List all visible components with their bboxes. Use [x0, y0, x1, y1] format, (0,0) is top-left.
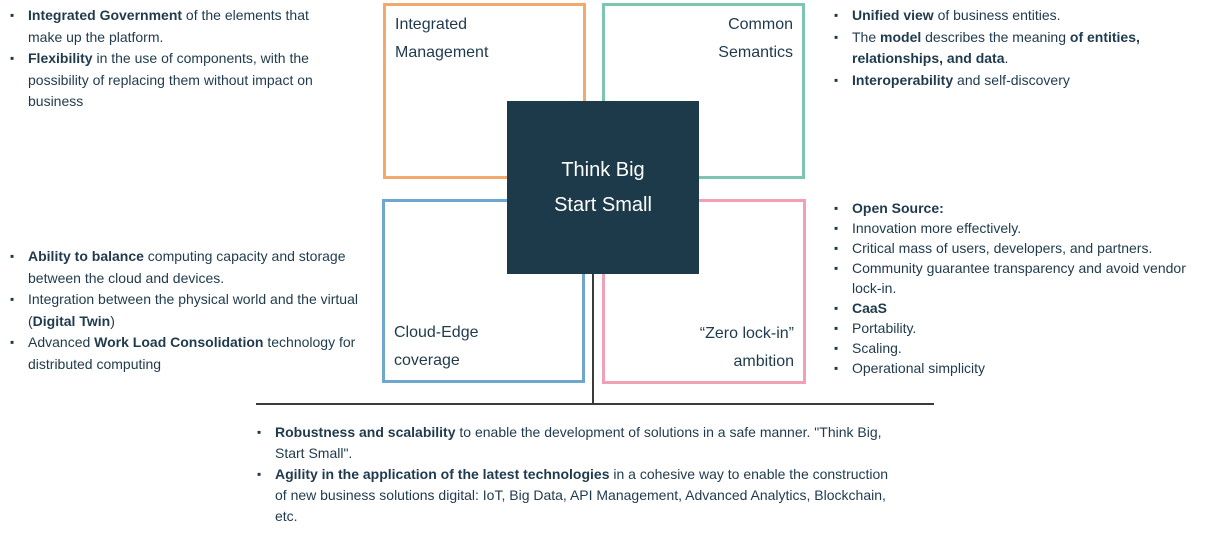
bullet-text: Robustness and scalability to enable the…	[275, 424, 882, 461]
quadrant-label-common-semantics: Common Semantics	[718, 16, 793, 61]
bullet-icon: ▪	[10, 292, 15, 306]
bullet-text: Flexibility in the use of components, wi…	[28, 50, 313, 109]
center-box: Think Big Start Small	[507, 101, 699, 274]
bullet-icon: ▪	[257, 467, 262, 481]
bullet-list-mid-right: ▪ Open Source: ▪ Innovation more effectivel…	[832, 198, 1204, 378]
bullet-text: Advanced Work Load Consolidation technol…	[28, 334, 356, 372]
bullet-item: ▪ Portability.	[832, 318, 1204, 338]
bullet-text: Agility in the application of the latest…	[275, 466, 889, 524]
bullet-icon: ▪	[834, 72, 839, 87]
bullet-item: ▪ Advanced Work Load Consolidation techno…	[8, 332, 360, 375]
bullet-list-mid-left: ▪ Ability to balance computing capacity a…	[8, 246, 360, 375]
bullet-item: ▪ Integrated Government of the elements t…	[8, 5, 330, 48]
bullet-icon: ▪	[10, 335, 15, 349]
bullet-item: ▪ Open Source:	[832, 198, 1204, 218]
bullet-icon: ▪	[834, 361, 839, 375]
bullet-text: Interoperability and self-discovery	[852, 71, 1070, 88]
bullet-item: ▪ Operational simplicity	[832, 358, 1204, 378]
bullet-item: ▪ Community guarantee transparency and av…	[832, 258, 1204, 298]
bullet-item: ▪ Innovation more effectively.	[832, 218, 1204, 238]
bullet-text: Unified view of business entities.	[852, 7, 1061, 23]
bullet-item: ▪ Integration between the physical world …	[8, 289, 360, 332]
center-label: Think Big Start Small	[554, 158, 652, 216]
bullet-icon: ▪	[10, 51, 15, 65]
bullet-text: Scaling.	[852, 340, 902, 356]
bullet-icon: ▪	[834, 8, 839, 22]
bullet-item: ▪ Robustness and scalability to enable th…	[255, 422, 897, 464]
bullet-item: ▪ CaaS	[832, 298, 1204, 318]
bullet-text: Integrated Government of the elements th…	[28, 7, 309, 45]
connector-vertical-line	[592, 272, 594, 403]
bullet-text: Critical mass of users, developers, and …	[852, 240, 1153, 256]
bullet-text: Community guarantee transparency and avo…	[852, 260, 1186, 296]
bullet-icon: ▪	[257, 425, 262, 439]
quadrant-label-zero-lock-in: “Zero lock-in” ambition	[699, 325, 794, 370]
bullet-text: Operational simplicity	[852, 360, 986, 376]
bullet-list-bottom: ▪ Robustness and scalability to enable th…	[255, 422, 897, 527]
bullet-icon: ▪	[834, 341, 839, 355]
bullet-text: CaaS	[852, 300, 888, 316]
bullet-text: Innovation more effectively.	[852, 220, 1022, 236]
bullet-item: ▪ The model describes the meaning of enti…	[832, 27, 1194, 70]
bullet-item: ▪ Flexibility in the use of components, w…	[8, 48, 330, 113]
bullet-item: ▪ Agility in the application of the lates…	[255, 464, 897, 527]
bullet-item: ▪ Critical mass of users, developers, and…	[832, 238, 1204, 258]
bullet-text: Portability.	[852, 320, 917, 336]
bullet-icon: ▪	[834, 201, 839, 215]
quadrant-label-cloud-edge: Cloud-Edge coverage	[394, 324, 479, 369]
bullet-icon: ▪	[834, 321, 839, 335]
bullet-item: ▪ Unified view of business entities.	[832, 5, 1194, 27]
bullet-icon: ▪	[834, 221, 839, 235]
bullet-icon: ▪	[834, 29, 839, 44]
bullet-item: ▪ Scaling.	[832, 338, 1204, 358]
quadrant-box-integrated-management: Integrated Management	[383, 3, 586, 179]
bullet-item: ▪ Ability to balance computing capacity a…	[8, 246, 360, 289]
bullet-icon: ▪	[10, 249, 15, 263]
bullet-item: ▪ Interoperability and self-discovery	[832, 70, 1194, 92]
bullet-text: The model describes the meaning of entit…	[852, 28, 1140, 67]
divider-horizontal-line	[256, 403, 934, 405]
quadrant-label-integrated-management: Integrated Management	[395, 16, 489, 61]
bullet-text: Open Source:	[852, 200, 944, 216]
bullet-icon: ▪	[834, 301, 839, 315]
bullet-icon: ▪	[834, 241, 839, 255]
bullet-list-top-left: ▪ Integrated Government of the elements t…	[8, 5, 330, 113]
bullet-icon: ▪	[10, 8, 15, 22]
bullet-icon: ▪	[834, 261, 839, 275]
bullet-list-top-right: ▪ Unified view of business entities. ▪ The …	[832, 5, 1194, 91]
bullet-text: Ability to balance computing capacity an…	[28, 248, 346, 286]
bullet-text: Integration between the physical world a…	[28, 291, 358, 329]
